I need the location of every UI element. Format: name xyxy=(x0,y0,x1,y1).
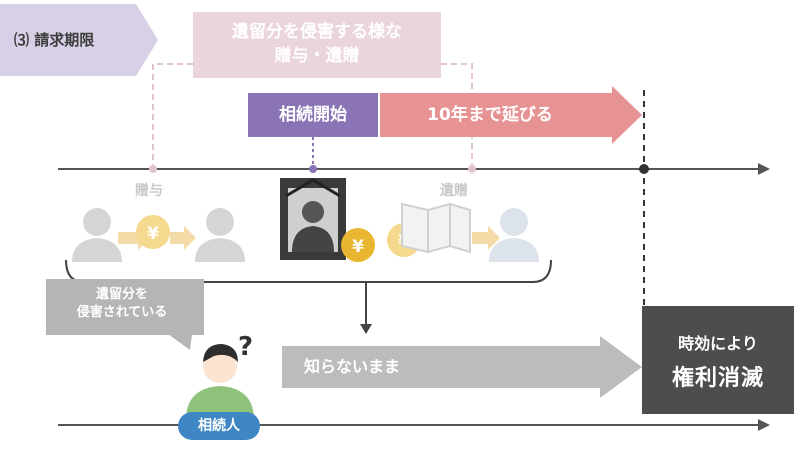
gift-point xyxy=(149,165,157,173)
down-arrowhead xyxy=(360,324,372,334)
callout-box xyxy=(46,279,204,335)
callout-tail xyxy=(168,334,192,350)
extension-label: 10年まで延びる xyxy=(427,105,553,125)
bequest-receiver-icon xyxy=(489,208,539,262)
bequest-label: 遺贈 xyxy=(440,183,468,199)
svg-text:¥: ¥ xyxy=(147,224,159,244)
title-line2: 贈与・遺贈 xyxy=(274,46,360,66)
gift-yen-bag-icon: ¥ xyxy=(136,215,170,249)
bequest-point xyxy=(468,165,476,173)
gift-label: 贈与 xyxy=(135,183,163,199)
deadline-point xyxy=(639,164,649,174)
unknown-arrow xyxy=(282,336,642,398)
start-point xyxy=(309,165,317,173)
ten-year-arrow xyxy=(380,86,642,144)
callout-line2: 侵害されている xyxy=(76,305,168,320)
estate-yen-bag-icon: ¥ xyxy=(341,228,375,262)
bequest-arrow xyxy=(472,226,500,250)
top-timeline-arrowhead xyxy=(758,163,770,175)
section-tag-shape xyxy=(0,4,158,76)
callout-text: 遺留分を 侵害されている xyxy=(52,286,192,322)
gift-giver-icon xyxy=(72,208,122,262)
title-line1: 遺留分を侵害する様な xyxy=(232,22,402,42)
gift-arrow-2 xyxy=(170,226,196,250)
portrait-frame-icon xyxy=(280,178,346,260)
heir-person-icon xyxy=(186,344,254,420)
group-bracket xyxy=(65,259,552,283)
section-label: ⑶ 請求期限 xyxy=(14,31,95,49)
title-box: 遺留分を侵害する様な 贈与・遺贈 xyxy=(193,12,441,78)
result-box: 時効により 権利消滅 xyxy=(642,306,794,414)
title-bracket xyxy=(152,63,473,165)
unknown-label: 知らないまま xyxy=(303,357,400,376)
bottom-timeline-arrowhead xyxy=(758,419,770,431)
inheritance-start-box: 相続開始 xyxy=(248,93,378,137)
heir-label: 相続人 xyxy=(178,412,260,440)
question-mark-icon: ? xyxy=(238,332,253,362)
svg-text:¥: ¥ xyxy=(352,237,364,257)
gift-receiver-icon xyxy=(195,208,245,262)
callout-line1: 遺留分を xyxy=(95,287,148,302)
result-line1: 時効により xyxy=(678,334,758,353)
will-document-icon xyxy=(401,202,471,254)
result-line2: 権利消滅 xyxy=(671,366,764,391)
